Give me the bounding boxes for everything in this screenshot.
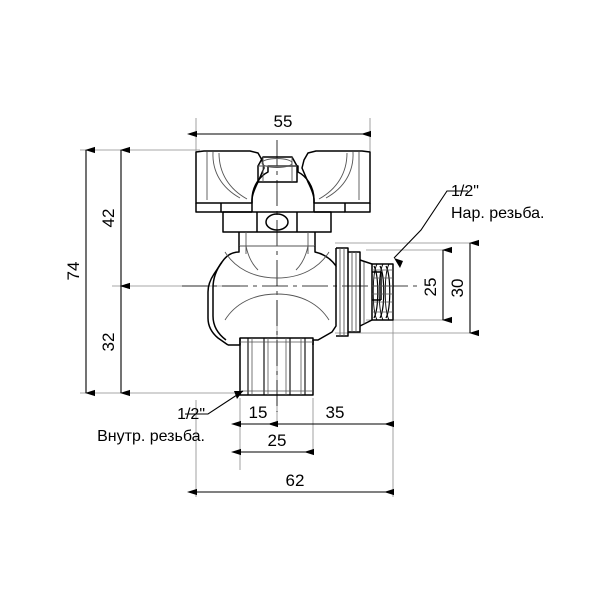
dimension-value-25-right: 25 bbox=[421, 278, 440, 297]
dimension-thread-diameter: 25 bbox=[421, 246, 452, 324]
dimension-value-42: 42 bbox=[99, 209, 118, 228]
annotation-inlet-thread: 1/2" Внутр. резьба. bbox=[97, 390, 244, 445]
dimension-value-62: 62 bbox=[286, 471, 305, 490]
dimension-outlet-height: 30 bbox=[448, 239, 479, 337]
dimension-upper-height: 42 bbox=[99, 146, 130, 290]
annotation-outlet-thread: 1/2" Нар. резьба. bbox=[393, 183, 545, 268]
dimension-value-74: 74 bbox=[64, 262, 83, 281]
dimension-row-15-35: 15 35 bbox=[231, 403, 394, 428]
hex-nut bbox=[257, 156, 298, 183]
dimension-top-width: 55 bbox=[187, 112, 371, 138]
annotation-outlet-size: 1/2" bbox=[451, 183, 479, 200]
annotation-inlet-size: 1/2" bbox=[177, 406, 205, 423]
dimension-value-30: 30 bbox=[448, 279, 467, 298]
annotation-inlet-thread-label: Внутр. резьба. bbox=[97, 428, 205, 445]
valve-drawing bbox=[195, 150, 394, 396]
dimension-value-32: 32 bbox=[99, 333, 118, 352]
dimension-body-center: 25 bbox=[231, 431, 314, 456]
centerlines bbox=[182, 140, 420, 412]
dimension-value-55: 55 bbox=[274, 112, 293, 131]
female-threaded-inlet bbox=[239, 337, 314, 396]
male-threaded-outlet bbox=[372, 263, 394, 321]
valve-body bbox=[207, 245, 349, 346]
dimension-value-35: 35 bbox=[326, 403, 345, 422]
dimension-value-15: 15 bbox=[249, 403, 268, 422]
dimension-lower-height: 32 bbox=[99, 282, 130, 397]
dimension-value-25-bottom: 25 bbox=[268, 431, 287, 450]
stem-collar bbox=[222, 211, 332, 254]
dimension-overall-height: 74 bbox=[64, 146, 95, 397]
annotation-outlet-thread-label: Нар. резьба. bbox=[451, 205, 545, 222]
dimension-overall-length: 62 bbox=[187, 471, 394, 496]
